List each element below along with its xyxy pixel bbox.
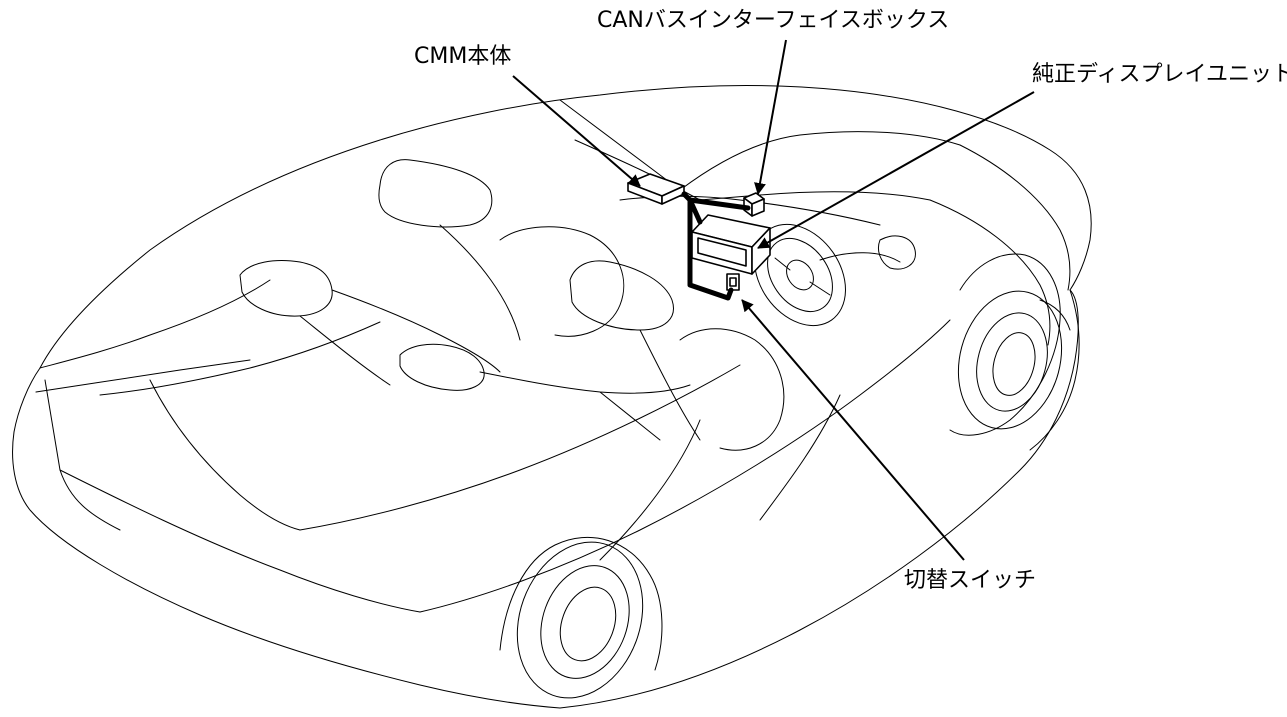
cmm-unit-component (627, 173, 685, 205)
can-box-leader-arrow (754, 39, 787, 195)
car-body-outline (12, 84, 1092, 709)
wiring-harness (681, 191, 751, 301)
car-interior-outline (239, 159, 916, 451)
can-bus-interface-box-component (743, 192, 765, 217)
can-bus-interface-box-label: CANバスインターフェイスボックス (597, 8, 950, 33)
display-leader-arrow (757, 91, 1035, 249)
leader-lines (512, 39, 1035, 561)
cmm-leader-arrow (512, 75, 641, 187)
switch-label: 切替スイッチ (904, 568, 1037, 593)
switch-leader-arrow (741, 299, 965, 561)
cmm-unit-label: CMM本体 (414, 44, 512, 69)
display-unit-label: 純正ディスプレイユニット (1032, 62, 1287, 87)
display-unit-component (691, 214, 771, 275)
switch-component (726, 273, 740, 291)
